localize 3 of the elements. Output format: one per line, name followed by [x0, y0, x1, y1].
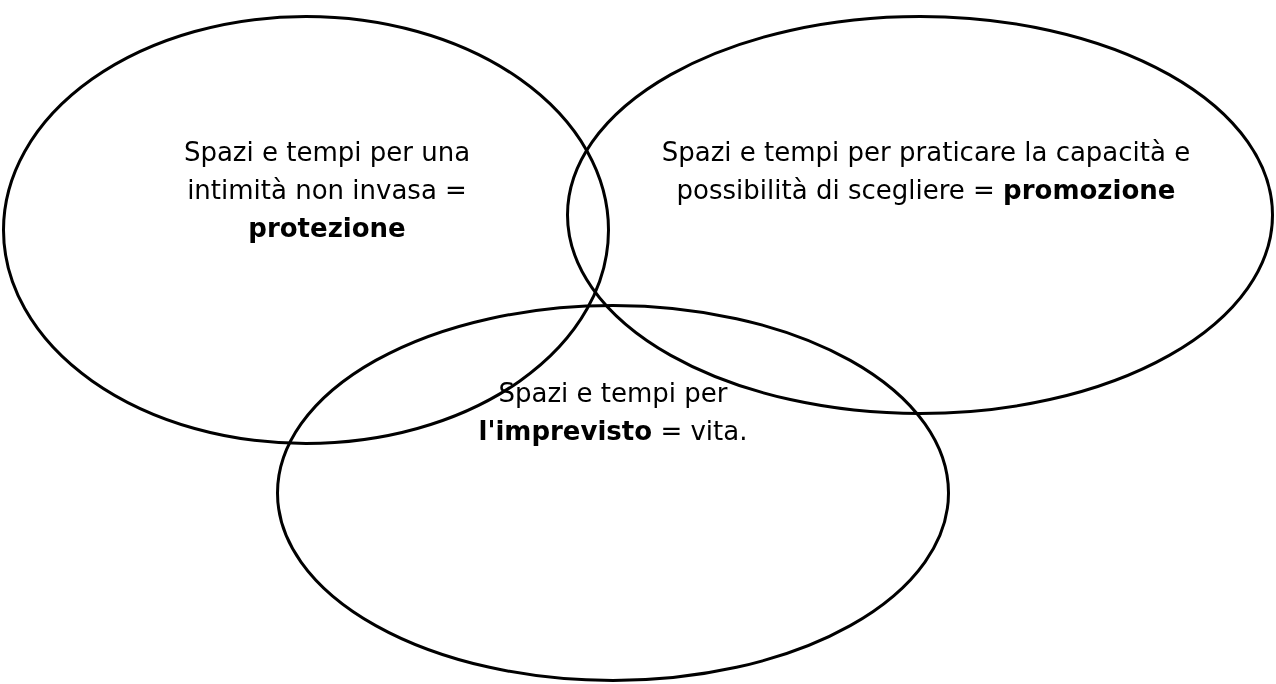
ellipse-label: Spazi e tempi per l'imprevisto = vita.	[477, 377, 749, 448]
ellipse-label: Spazi e tempi per una intimità non invasa = protezione	[182, 136, 472, 245]
ellipse-label: Spazi e tempi per praticare la capacità e possibilità di scegliere = promozione	[660, 136, 1192, 207]
